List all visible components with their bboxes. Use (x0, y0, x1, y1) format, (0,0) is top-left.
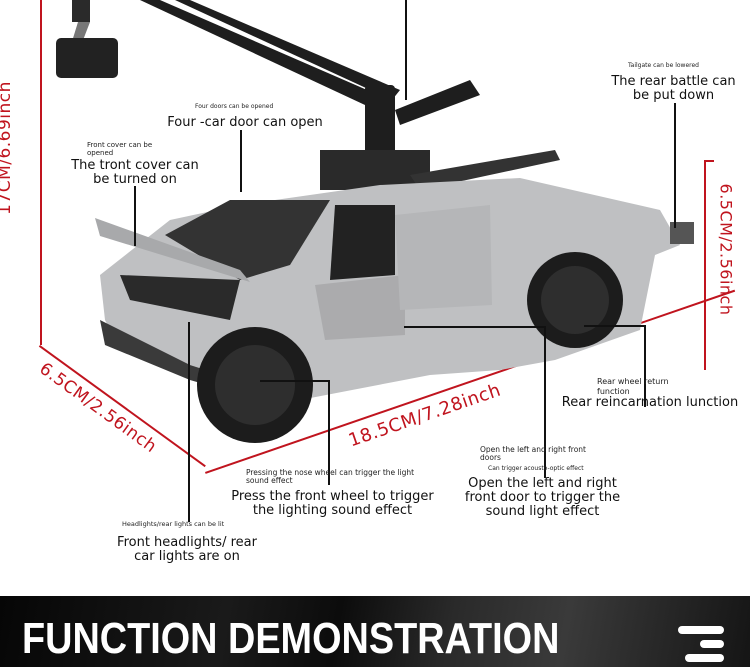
tailgate-caption: The rear battle can be put down (611, 74, 736, 103)
rear-wheel-small-label: Rear wheel return function (597, 377, 669, 396)
banner-title: FUNCTION DEMONSTRATION (22, 614, 560, 663)
front-wheel-small-label: Pressing the nose wheel can trigger the … (246, 468, 415, 485)
front-doors-small-label-2: Can trigger acousto-optic effect (488, 465, 584, 472)
dim-line-vertical-right (704, 160, 706, 370)
leader-line-crane (405, 0, 407, 100)
headlights-small-label: Headlights/rear lights can be lit (122, 520, 225, 528)
tailgate-small-label: Tailgate can be lowered (628, 62, 699, 69)
front-wheel-caption: Press the front wheel to trigger the lig… (231, 489, 434, 518)
four-doors-caption: Four -car door can open (167, 115, 323, 130)
leader-line-four-doors (240, 130, 242, 192)
dim-line-tick-right (704, 160, 714, 162)
cybertruck-model-image (56, 0, 694, 443)
front-doors-caption: Open the left and right front door to tr… (464, 476, 621, 519)
leader-line-front-doors-v (544, 326, 546, 478)
menu-icon[interactable] (676, 626, 726, 666)
front-cover-caption: The tront cover can be turned on (71, 158, 199, 187)
leader-line-front-doors-h (404, 326, 546, 328)
leader-line-rear-wheel-h (584, 325, 646, 327)
leader-line-headlights (188, 322, 190, 522)
leader-line-tailgate (674, 103, 676, 228)
front-cover-small-label: Front cover can be opened (87, 141, 153, 157)
function-demonstration-banner: FUNCTION DEMONSTRATION (0, 596, 750, 667)
leader-line-front-wheel-v (328, 380, 330, 485)
leader-line-front-wheel-h (260, 380, 330, 382)
dim-line-vertical-left (40, 0, 42, 345)
four-doors-small-label: Four doors can be opened (195, 103, 274, 110)
front-doors-small-label: Open the left and right front doors (480, 445, 586, 462)
leader-line-front-cover (134, 186, 136, 246)
headlights-caption: Front headlights/ rear car lights are on (117, 535, 257, 564)
leader-line-rear-wheel-v (644, 325, 646, 407)
rear-wheel-caption: Rear reincarnation lunction (561, 395, 739, 410)
